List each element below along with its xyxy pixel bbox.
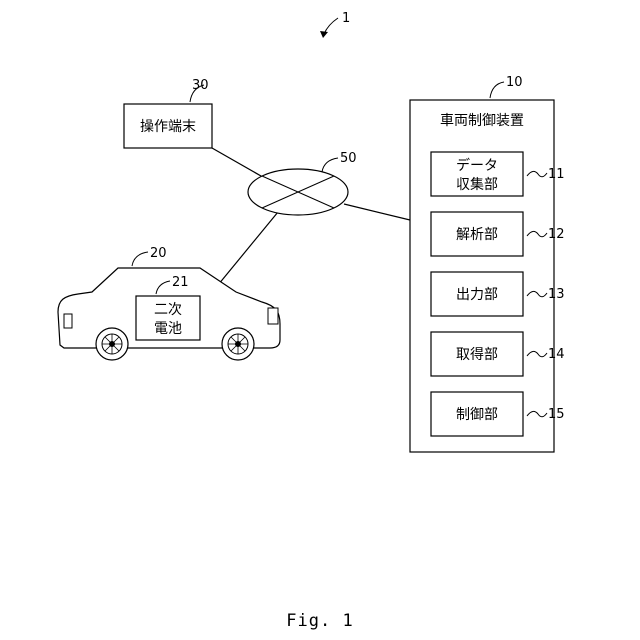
unit-11-label-line1: データ [456,157,498,174]
unit-13-ref-number: 13 [548,287,565,302]
system-ref-number: 1 [342,11,350,26]
system-ref-group: 1 [320,11,350,38]
controller-ref-leader [490,82,504,98]
unit-12-ref-number: 12 [548,227,565,242]
terminal-label: 操作端末 [140,119,196,135]
figure-caption: Fig. 1 [286,611,353,631]
network-vehicle-link [218,212,278,285]
vehicle-ref-leader [132,252,148,266]
network-ref-leader [322,158,338,172]
unit-12-label: 解析部 [456,227,498,243]
operation-terminal: 操作端末 30 [124,78,212,148]
battery-label-line2: 電池 [154,321,182,337]
unit-15-ref-number: 15 [548,407,565,422]
terminal-ref-number: 30 [192,78,209,93]
network-ref-number: 50 [340,151,357,166]
vehicle-rear-wheel [222,328,254,360]
unit-11-label-line2: 収集部 [456,176,498,193]
terminal-network-link [212,148,268,180]
controller-title: 車両制御装置 [440,112,524,129]
vehicle-front-wheel [96,328,128,360]
vehicle-ref-number: 20 [150,246,167,261]
battery-label-line1: 二次 [154,302,182,318]
system-ref-arrow [324,18,338,34]
unit-11-ref-number: 11 [548,167,565,182]
vehicle-headlight [64,314,72,328]
controller-ref-number: 10 [506,75,523,90]
vehicle-taillight [268,308,278,324]
network: 50 [248,151,357,215]
unit-13-label: 出力部 [456,287,498,303]
battery-ref-number: 21 [172,275,189,290]
unit-15-label: 制御部 [456,407,498,423]
network-controller-link [344,204,410,220]
vehicle-control-device: 車両制御装置 10 データ 収集部 11 解析部 12 出力部 13 [410,75,565,452]
unit-14-ref-number: 14 [548,347,565,362]
unit-14-label: 取得部 [456,346,498,363]
connection-lines [212,148,410,285]
system-ref-arrowhead [320,31,328,38]
